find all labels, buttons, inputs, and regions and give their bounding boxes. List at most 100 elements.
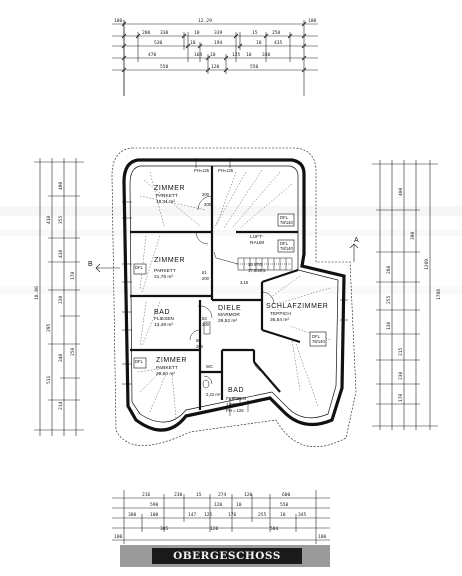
section-b-label: B	[88, 261, 93, 268]
dim-right-1: 390	[410, 231, 416, 240]
door-arc-4	[189, 329, 201, 341]
dim-left-6: 295	[46, 323, 52, 332]
bottom-dimension-chain	[112, 490, 330, 544]
dim-right-9: 1788	[436, 289, 442, 300]
dim-top-right-end: 100	[308, 18, 317, 24]
sanitary-fixtures	[202, 321, 241, 405]
room-floor: TEPPICH	[270, 311, 291, 317]
dim-bot-r2-1: 120	[214, 502, 223, 508]
dim-bot-r3-7: 345	[298, 512, 307, 518]
dfl-size-2: 78/140	[280, 246, 293, 251]
phw-top-label: PH≈125	[218, 168, 234, 173]
dim-left-9: 511	[46, 375, 52, 384]
room-label-zimmer-3: ZIMMER PARKETT 29,60 m²	[156, 357, 187, 377]
dim-right-3: 255	[386, 295, 392, 304]
dim-top-r5-1: 120	[211, 64, 220, 70]
room-name: SCHLAFZIMMER	[266, 303, 328, 310]
dim-left-3: 410	[58, 249, 64, 258]
room-floor: FLIESEN	[226, 396, 247, 402]
room-floor: PARKETT	[156, 365, 178, 371]
dim-right-7: 170	[398, 393, 404, 402]
dim-top-r2-3: 339	[214, 30, 223, 36]
door-arc-3	[197, 305, 213, 319]
wc-area-label: 2,22 m²	[206, 392, 221, 397]
stair-label: 13 STG	[248, 262, 262, 267]
level-mark: 3,15	[240, 280, 249, 285]
dim-top-r2-4: 15	[252, 30, 258, 36]
roof-overhang-dashed	[111, 147, 357, 447]
room-name: LUFT-	[250, 234, 264, 240]
dim-top-r3-3: 10	[256, 40, 262, 46]
room-floor: MARMOR	[218, 312, 240, 318]
dim-bot-r3-1: 100	[150, 512, 159, 518]
dim-left-4: 170	[70, 271, 76, 280]
room-label-bad-1: BAD FLIESEN 13,49 m²	[154, 309, 175, 328]
dim-top-r3-1: 10	[190, 40, 196, 46]
dim-bot-r2-3: 550	[280, 502, 289, 508]
dim-left-5: 230	[58, 295, 64, 304]
door-arc-2	[195, 231, 209, 245]
dim-right-5: 215	[398, 347, 404, 356]
dim-left-8: 250	[70, 347, 76, 356]
dim-top-r2-1: 330	[160, 30, 169, 36]
room-area: 13,49 m²	[154, 322, 173, 328]
bottom-dimension-labels: 216 230 15 274 120 600 590 120 10 550 38…	[114, 492, 327, 540]
room-floor: FLIESEN	[154, 316, 175, 322]
dim-top-r3-0: 530	[154, 40, 163, 46]
room-floor: PARKETT	[156, 193, 178, 199]
wc-label: WC	[206, 364, 213, 369]
top-dimension-chain	[112, 20, 318, 96]
door-dim-8: 200	[196, 344, 204, 349]
roof-slope-lines	[137, 169, 331, 419]
room-label-luftraum: LUFT- RAUM	[250, 234, 264, 246]
dim-top-left-end: 100	[114, 18, 123, 24]
door-dim-1: 200	[202, 192, 210, 197]
dim-left-overall: 18.86	[34, 286, 40, 300]
dim-bot-r1-4: 120	[244, 492, 253, 498]
dim-bot-r1-0: 216	[142, 492, 151, 498]
dim-bot-r4-0: 385	[160, 526, 169, 532]
dim-bot-r3-5: 255	[258, 512, 267, 518]
dim-top-r4-5: 330	[262, 52, 271, 58]
interior-walls	[130, 166, 301, 410]
dim-right-0: 400	[398, 187, 404, 196]
dim-bot-r3-6: 10	[280, 512, 286, 518]
dfl-label-3: DFL	[312, 334, 321, 339]
floor-title: OBERGESCHOSS	[152, 548, 302, 564]
room-name: BAD	[154, 309, 170, 316]
room-name: ZIMMER	[156, 357, 187, 364]
dim-top-r2-2: 10	[194, 30, 200, 36]
dim-bot-r3-3: 125	[204, 512, 213, 518]
room-area: 21,78 m²	[154, 274, 173, 280]
dim-right-8: 1269	[424, 259, 430, 270]
outer-wall	[122, 158, 346, 432]
door-dim-2: 200	[204, 202, 212, 207]
door-dim-4: 200	[202, 322, 210, 327]
dim-top-r4-2: 10	[210, 52, 216, 58]
dim-right-4: 136	[386, 321, 392, 330]
roof-windows	[133, 213, 327, 369]
room-name: ZIMMER	[154, 257, 185, 264]
room-label-schlafzimmer: SCHLAFZIMMER TEPPICH 36,54 m²	[266, 303, 328, 323]
dim-left-0: 490	[58, 181, 64, 190]
dim-bot-r1-1: 230	[174, 492, 183, 498]
dim-left-10: 214	[58, 401, 64, 410]
dfl-label-4: DFL	[135, 265, 144, 270]
dim-top-r3-2: 194	[214, 40, 223, 46]
dim-bot-r3-2: 147	[188, 512, 197, 518]
scan-noise-band	[0, 206, 462, 294]
room-area: 14,19 m²	[226, 402, 245, 408]
dim-left-2: 410	[46, 215, 52, 224]
dim-top-r2-5: 250	[272, 30, 281, 36]
phw-bath-label: PH = 125	[226, 408, 244, 413]
dim-right-6: 230	[398, 371, 404, 380]
room-area: 29,60 m²	[156, 371, 175, 377]
dim-bot-r2-2: 10	[236, 502, 242, 508]
room-floor: RAUM	[250, 240, 264, 246]
dim-bot-r1-2: 15	[196, 492, 202, 498]
dim-top-r5-0: 550	[160, 64, 169, 70]
dim-left-7: 340	[58, 353, 64, 362]
dfl-label-2: DFL	[280, 241, 289, 246]
door-arc-5	[261, 291, 275, 305]
